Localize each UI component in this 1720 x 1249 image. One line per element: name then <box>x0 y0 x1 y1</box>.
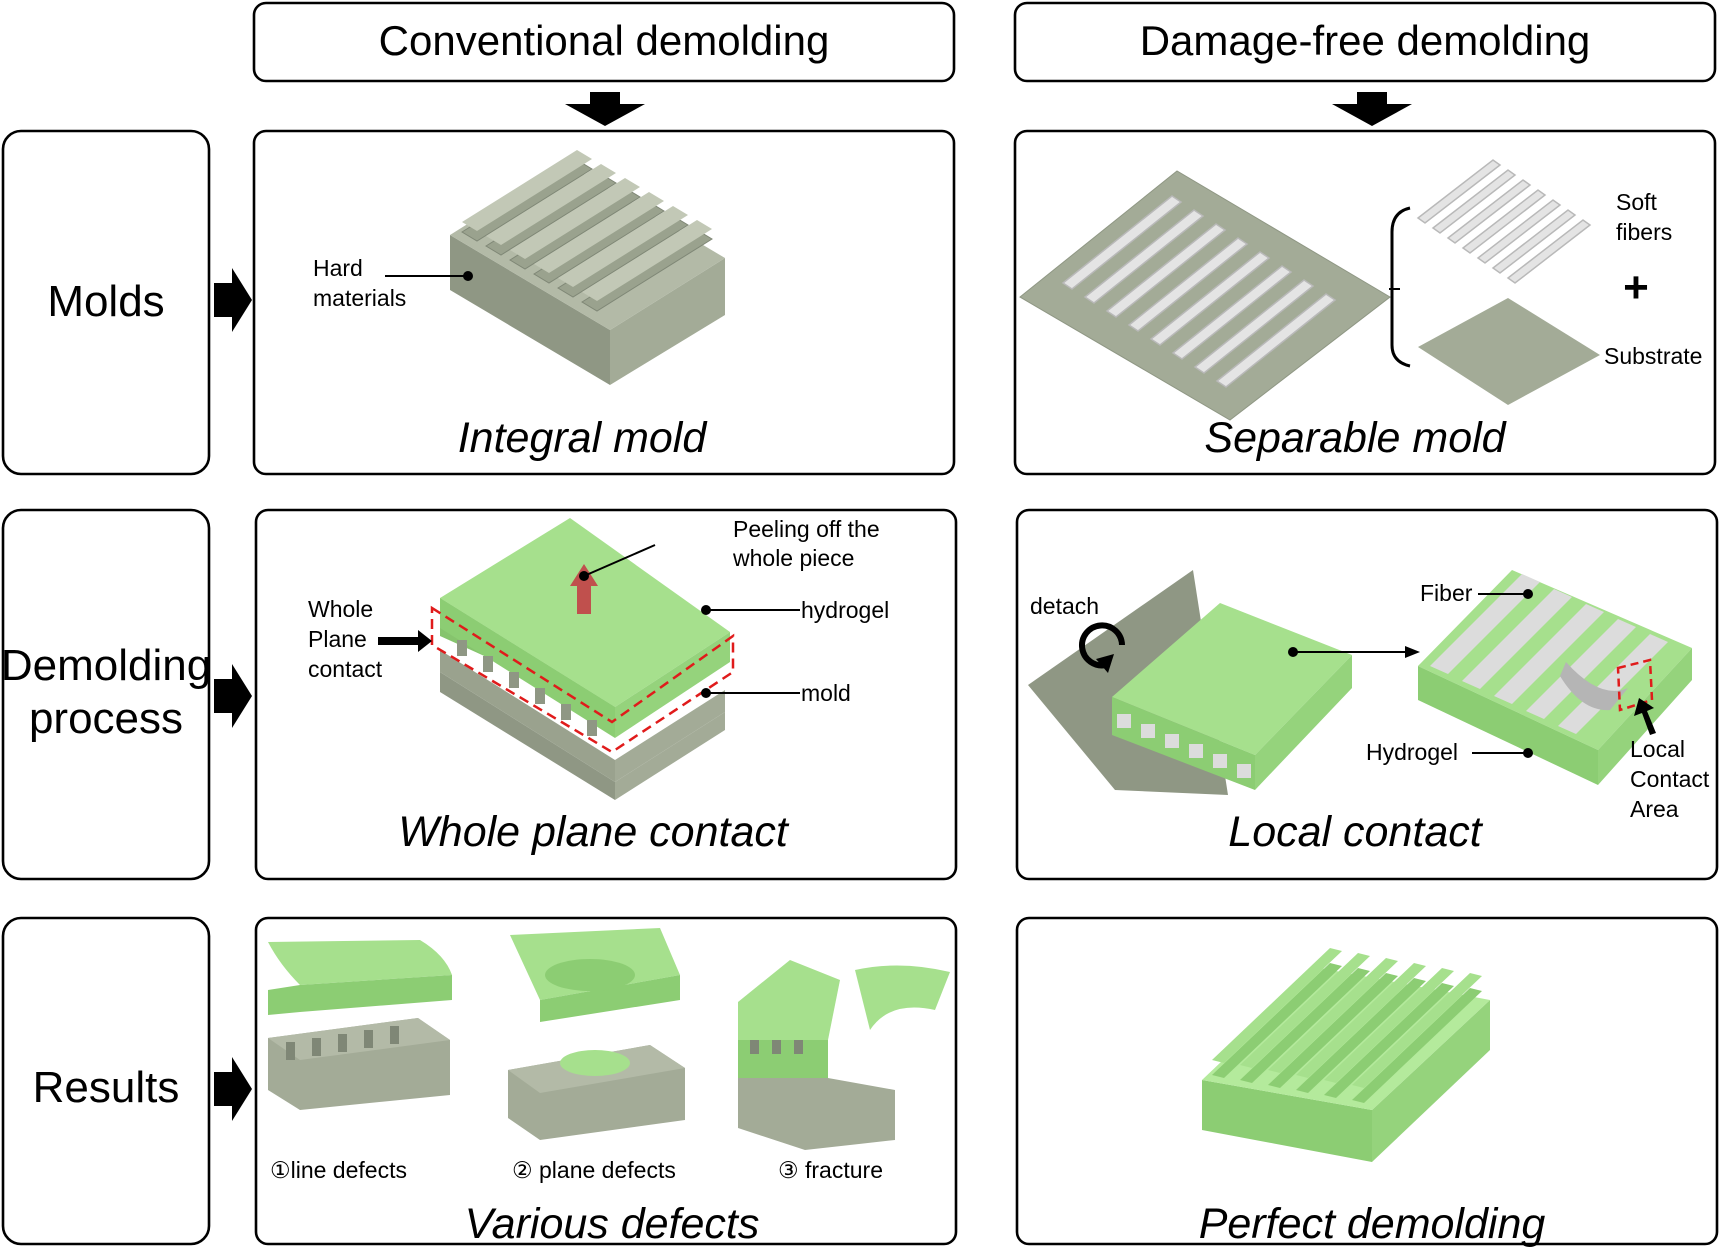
detach-curl-icon <box>1079 622 1125 669</box>
defect-plane-illustration <box>508 928 685 1140</box>
contact-pointer-arrow <box>378 630 432 652</box>
label-fiber: Fiber <box>1420 580 1473 606</box>
row-molds-text: Molds <box>47 277 164 326</box>
right-arrow-demolding <box>214 664 252 728</box>
label-whole-3: contact <box>308 656 383 682</box>
row-demolding-text-1: Demolding <box>1 641 211 690</box>
caption-integral-mold: Integral mold <box>458 414 709 462</box>
label-local-3: Area <box>1630 796 1679 822</box>
caption-perfect-demolding: Perfect demolding <box>1199 1200 1546 1248</box>
contact-dashed-outline <box>430 605 735 754</box>
right-arrow-molds <box>214 268 252 332</box>
label-soft: Soft <box>1616 189 1658 215</box>
soft-fibers-illustration <box>1416 159 1592 284</box>
label-peel-1: Peeling off the <box>733 516 880 542</box>
plus-sign: + <box>1623 263 1649 312</box>
local-contact-pointer <box>1634 698 1656 735</box>
label-hard-2: materials <box>313 285 406 311</box>
label-hydrogel-right: Hydrogel <box>1366 739 1458 765</box>
right-arrow-results <box>214 1057 252 1121</box>
integral-mold-block <box>450 150 725 385</box>
perfect-hydrogel-block <box>1202 948 1490 1162</box>
label-whole-2: Plane <box>308 626 367 652</box>
caption-local-contact: Local contact <box>1228 808 1483 856</box>
label-detach: detach <box>1030 593 1099 619</box>
caption-separable-mold: Separable mold <box>1204 414 1507 462</box>
header-damage-free: Damage-free demolding <box>1013 1 1717 83</box>
substrate-illustration <box>1418 298 1600 405</box>
caption-whole-plane: Whole plane contact <box>398 808 790 856</box>
label-defect-1: ①line defects <box>270 1157 407 1183</box>
label-defect-3: ③ fracture <box>778 1157 883 1183</box>
down-arrow-right <box>1332 92 1412 126</box>
header-damage-free-text: Damage-free demolding <box>1140 17 1591 64</box>
defect-fracture-illustration <box>738 960 950 1150</box>
row-demolding-text-2: process <box>29 694 183 743</box>
label-peel-2: whole piece <box>732 545 854 571</box>
header-conventional: Conventional demolding <box>252 1 956 83</box>
row-label-results: Results <box>1 916 211 1246</box>
label-mold: mold <box>801 680 851 706</box>
label-hydrogel: hydrogel <box>801 597 889 623</box>
local-contact-dashed <box>1616 658 1654 712</box>
row-label-demolding: Demolding process <box>1 508 211 881</box>
label-fibers: fibers <box>1616 219 1672 245</box>
label-whole-1: Whole <box>308 596 373 622</box>
label-defect-2: ② plane defects <box>512 1157 676 1183</box>
header-conventional-text: Conventional demolding <box>379 17 830 64</box>
row-label-molds: Molds <box>1 129 211 476</box>
label-substrate: Substrate <box>1604 343 1702 369</box>
row-results-text: Results <box>33 1063 180 1112</box>
local-hydrogel-block <box>1112 603 1352 790</box>
caption-various-defects: Various defects <box>465 1200 760 1248</box>
down-arrow-left <box>565 92 645 126</box>
label-local-1: Local <box>1630 736 1685 762</box>
defect-line-illustration <box>268 940 452 1110</box>
label-local-2: Contact <box>1630 766 1710 792</box>
label-hard-1: Hard <box>313 255 363 281</box>
separable-mold-assembly <box>1019 170 1391 421</box>
